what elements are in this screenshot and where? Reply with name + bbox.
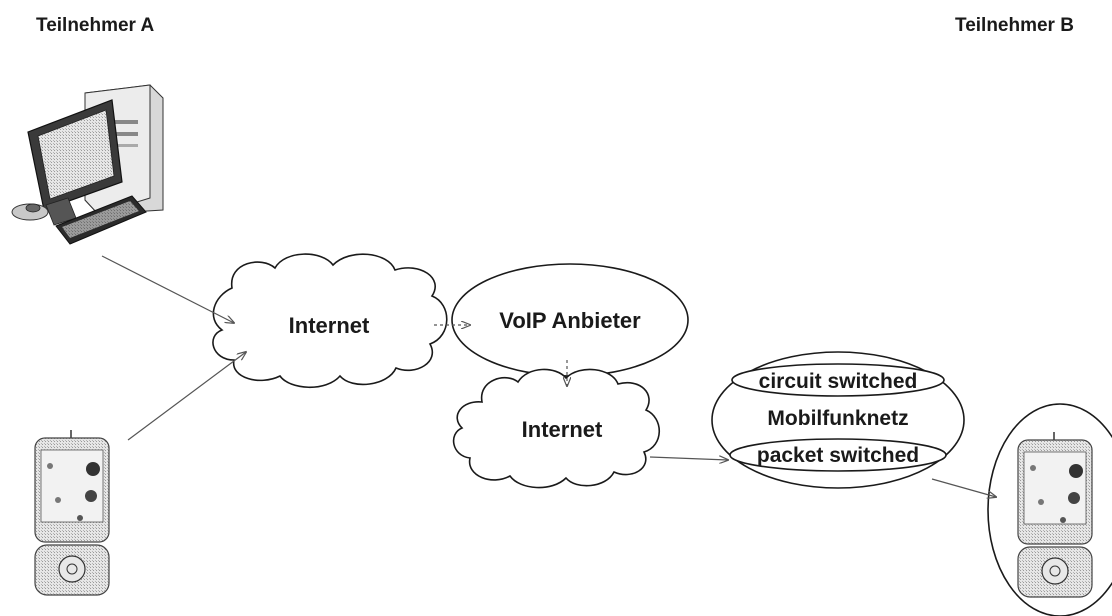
participant-b-label: Teilnehmer B	[955, 15, 1074, 36]
phone-b-node	[987, 403, 1112, 616]
internet-to-mobile-arrow	[649, 457, 728, 460]
voip-label: VoIP Anbieter	[499, 308, 641, 333]
internet-bottom-label: Internet	[522, 417, 603, 442]
phone-a-icon	[34, 430, 110, 596]
circuit-switched-label: circuit switched	[759, 370, 918, 393]
packet-switched-pill	[729, 438, 947, 472]
phone-b-icon	[1017, 432, 1093, 598]
phone-a-to-internet-arrow	[127, 352, 246, 441]
internet-cloud-bottom: Internet	[452, 368, 660, 489]
mobile-network-label: Mobilfunknetz	[767, 407, 908, 430]
mobile-network-node: circuit switched Mobilfunknetz packet sw…	[711, 351, 965, 489]
internet-cloud-top: Internet	[212, 253, 448, 388]
desktop-computer-icon	[11, 84, 164, 245]
packet-switched-label: packet switched	[757, 444, 919, 467]
participant-a-label: Teilnehmer A	[36, 15, 155, 36]
mobile-to-phone-b-arrow	[931, 478, 996, 497]
internet-top-label: Internet	[289, 313, 370, 338]
voip-provider-node: VoIP Anbieter	[451, 263, 689, 377]
circuit-switched-pill	[731, 363, 945, 397]
computer-to-internet-arrow	[101, 255, 234, 323]
